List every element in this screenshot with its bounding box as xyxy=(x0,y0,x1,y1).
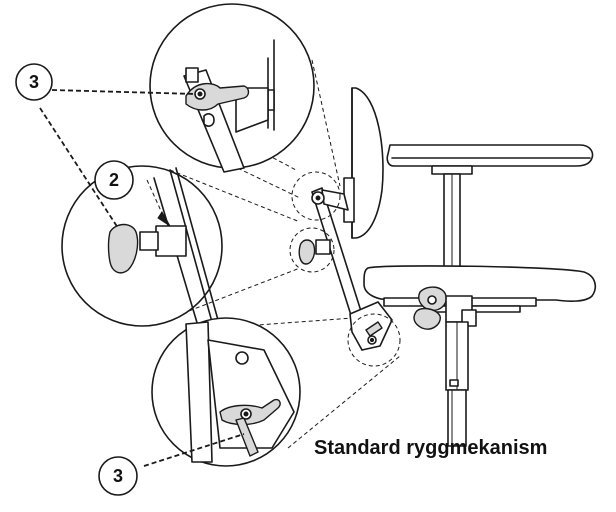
chair-assembly xyxy=(298,87,597,447)
callout-2: 2 xyxy=(94,160,134,200)
focus-circles xyxy=(289,171,401,367)
callout-3-bottom: 3 xyxy=(98,456,138,496)
detail-circle-bottom xyxy=(151,317,301,467)
callout-number: 3 xyxy=(113,466,123,486)
callout-number: 2 xyxy=(109,170,119,190)
callout-number: 3 xyxy=(29,72,39,92)
callout-leaders xyxy=(39,89,245,467)
detail-circle-middle xyxy=(61,165,223,327)
upper-pad xyxy=(386,144,594,167)
middle-knob xyxy=(298,239,316,265)
knob-middle xyxy=(107,223,139,274)
figure-caption: Standard ryggmekanism xyxy=(314,437,548,459)
callout-3-top: 3 xyxy=(15,63,53,101)
seat-pad xyxy=(363,265,597,302)
backrest-pad xyxy=(351,87,384,239)
detail-circle-top xyxy=(149,3,315,173)
